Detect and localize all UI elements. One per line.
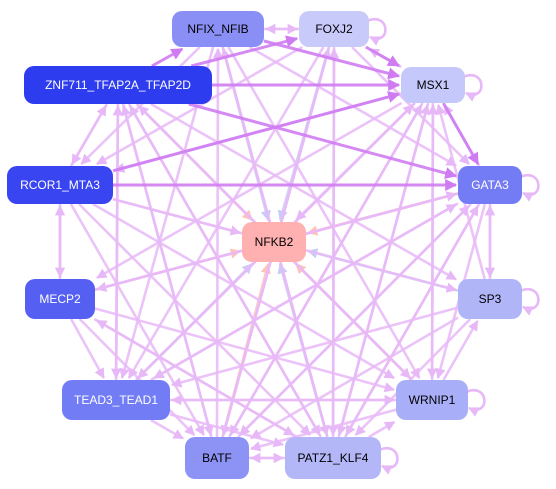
node-box xyxy=(299,11,369,47)
node-znf711_tfap2a_tfap2d[interactable]: ZNF711_TFAP2A_TFAP2D xyxy=(24,66,212,104)
edge-wrnip1-to-batf xyxy=(249,408,397,452)
node-label: BATF xyxy=(202,451,232,465)
node-mecp2[interactable]: MECP2 xyxy=(25,279,95,319)
node-msx1[interactable]: MSX1 xyxy=(401,67,465,103)
edge-batf-to-znf711_tfap2a_tfap2d xyxy=(120,104,213,438)
node-box xyxy=(185,437,249,479)
self-loop-gata3 xyxy=(519,173,540,202)
node-label: NFKB2 xyxy=(255,235,294,249)
node-box xyxy=(396,380,468,420)
edge-znf711_tfap2a_tfap2d-to-foxj2 xyxy=(190,35,299,68)
edge-wrnip1-to-sp3 xyxy=(442,320,479,381)
node-tead3_tead1[interactable]: TEAD3_TEAD1 xyxy=(62,380,170,420)
edge-msx1-to-gata3 xyxy=(441,102,480,166)
node-gata3[interactable]: GATA3 xyxy=(458,166,522,204)
edge-patz1_klf4-to-znf711_tfap2a_tfap2d xyxy=(128,105,323,438)
node-box xyxy=(7,166,113,204)
node-label: FOXJ2 xyxy=(315,22,353,36)
node-label: WRNIP1 xyxy=(409,393,456,407)
self-loop-msx1 xyxy=(462,73,483,102)
edge-batf-to-gata3 xyxy=(237,205,470,438)
node-box xyxy=(401,67,465,103)
self-loop-patz1_klf4 xyxy=(378,446,399,475)
self-loop-wrnip1 xyxy=(465,388,486,417)
edge-batf-to-msx1 xyxy=(228,104,423,438)
edge-znf711_tfap2a_tfap2d-to-nfix_nfib xyxy=(151,47,184,68)
edge-tead3_tead1-to-znf711_tfap2a_tfap2d xyxy=(112,104,124,381)
edge-msx1-to-mecp2 xyxy=(96,101,403,279)
node-sp3[interactable]: SP3 xyxy=(458,279,522,319)
edge-rcor1_mta3-to-msx1 xyxy=(112,91,401,173)
self-loop-foxj2 xyxy=(366,17,387,46)
node-label: TEAD3_TEAD1 xyxy=(74,393,158,407)
edge-mecp2-to-wrnip1 xyxy=(94,307,396,393)
node-label: GATA3 xyxy=(471,178,509,192)
node-nfkb2[interactable]: NFKB2 xyxy=(242,222,306,262)
self-loops-layer xyxy=(366,17,540,475)
edge-nfix_nfib-to-rcor1_mta3 xyxy=(80,46,201,165)
node-wrnip1[interactable]: WRNIP1 xyxy=(396,380,468,420)
node-foxj2[interactable]: FOXJ2 xyxy=(299,11,369,47)
edge-foxj2-to-msx1 xyxy=(365,45,401,68)
edges-layer xyxy=(54,23,496,464)
node-box xyxy=(172,11,264,47)
node-label: NFIX_NFIB xyxy=(187,22,248,36)
node-box xyxy=(458,279,522,319)
node-label: MSX1 xyxy=(417,78,450,92)
edge-znf711_tfap2a_tfap2d-to-sp3 xyxy=(150,102,457,281)
node-label: PATZ1_KLF4 xyxy=(298,451,369,465)
edge-tead3_tead1-to-gata3 xyxy=(150,203,457,382)
edge-patz1_klf4-to-wrnip1 xyxy=(368,420,396,439)
node-label: MECP2 xyxy=(39,292,81,306)
node-box xyxy=(62,380,170,420)
node-nfix_nfib[interactable]: NFIX_NFIB xyxy=(172,11,264,47)
edge-tead3_tead1-to-patz1_klf4 xyxy=(169,413,285,448)
node-box xyxy=(242,222,306,262)
edge-tead3_tead1-to-batf xyxy=(150,418,184,440)
node-rcor1_mta3[interactable]: RCOR1_MTA3 xyxy=(7,166,113,204)
edge-patz1_klf4-to-gata3 xyxy=(343,205,480,438)
edge-nfix_nfib-to-wrnip1 xyxy=(227,46,421,379)
edge-znf711_tfap2a_tfap2d-to-rcor1_mta3 xyxy=(71,103,109,165)
node-box xyxy=(24,66,212,104)
node-box xyxy=(25,279,95,319)
edge-nfix_nfib-to-msx1 xyxy=(263,39,401,80)
self-loop-sp3 xyxy=(519,287,540,316)
node-label: ZNF711_TFAP2A_TFAP2D xyxy=(45,78,191,92)
edge-patz1_klf4-to-mecp2 xyxy=(96,319,298,439)
edge-sp3-to-tead3_tead1 xyxy=(170,306,459,388)
edge-znf711_tfap2a_tfap2d-to-gata3 xyxy=(188,102,458,179)
node-box xyxy=(458,166,522,204)
node-label: RCOR1_MTA3 xyxy=(20,178,100,192)
edge-patz1_klf4-to-msx1 xyxy=(337,103,431,438)
edge-batf-to-nfix_nfib xyxy=(212,47,224,438)
node-patz1_klf4[interactable]: PATZ1_KLF4 xyxy=(285,437,381,479)
edge-mecp2-to-tead3_tead1 xyxy=(69,318,105,379)
node-label: SP3 xyxy=(479,292,502,306)
edge-patz1_klf4-to-foxj2 xyxy=(328,47,340,438)
node-box xyxy=(285,437,381,479)
edge-rcor1_mta3-to-wrnip1 xyxy=(92,202,395,380)
edge-foxj2-to-tead3_tead1 xyxy=(127,46,325,379)
node-batf[interactable]: BATF xyxy=(185,437,249,479)
